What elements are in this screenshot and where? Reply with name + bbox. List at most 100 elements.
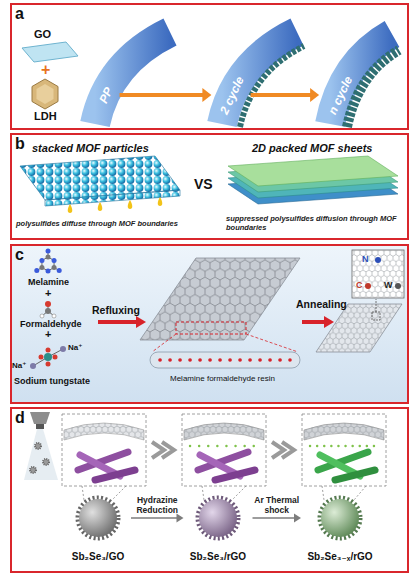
particle-node: Sb₂Se₃/rGO: [187, 494, 250, 562]
panel-b-art: [98, 202, 103, 211]
panel-c-art: [375, 257, 381, 263]
panel-c-art: [44, 353, 52, 361]
text-label: VS: [194, 176, 213, 192]
panel-c-art: [365, 283, 371, 289]
panel-d-art: [321, 499, 359, 537]
panel-c-art: [46, 269, 51, 274]
panel-b-art: [128, 200, 133, 209]
text-label: Annealing: [296, 298, 347, 310]
panel-d-art: [79, 499, 117, 537]
panel-d-art: [10, 407, 409, 573]
panel-c-art: [40, 314, 44, 318]
arrow-line: [131, 517, 178, 519]
panel-c-art: [160, 358, 290, 362]
arrow-head: [202, 88, 211, 102]
panel-c-art: [60, 346, 66, 352]
panel-c-art: [46, 362, 51, 367]
panel-c-art: [46, 249, 51, 254]
panel-d-art: [35, 443, 41, 449]
panel-d-art: [43, 459, 49, 465]
panel-a-art: [95, 32, 170, 124]
flow-arrow: [251, 88, 319, 102]
panel-c-art: [52, 314, 56, 318]
text-label: 2D packed MOF sheets: [252, 142, 372, 155]
panel-a-art: [32, 79, 58, 109]
panel-a-art: [37, 84, 54, 104]
panel-d-art: [64, 423, 144, 440]
panel-d-art: [78, 498, 118, 538]
panel-c-art: [316, 304, 402, 352]
text-label: Sodium tungstate: [14, 376, 90, 386]
text-label: W: [384, 280, 393, 290]
panel-d-art: [282, 442, 294, 458]
text-label: LDH: [34, 110, 57, 123]
text-label: +: [45, 287, 51, 300]
flow-arrow: [120, 88, 212, 102]
panel-a-art: [10, 3, 409, 130]
flow-arrow: [253, 514, 302, 523]
panel-d-art: [202, 486, 204, 500]
sheet-label: n cycle: [326, 74, 356, 117]
panel-c-art: [52, 265, 57, 270]
text-label: +: [41, 61, 50, 79]
panel-b-art: [68, 204, 73, 213]
material-label: Sb₂Se₃/rGO: [190, 551, 246, 563]
sheet-label: PP: [97, 86, 116, 106]
panel-letter: b: [15, 135, 25, 153]
text-label: Melamine: [28, 277, 69, 287]
panel-c-art: [395, 283, 401, 289]
text-label: C: [356, 280, 363, 290]
panel-d-art: [112, 486, 126, 500]
panel-d-art: [30, 467, 36, 473]
panel-c-art: [316, 304, 402, 352]
panel-c-art: [372, 312, 380, 320]
panel-c-art: [98, 320, 138, 324]
panel-c-art: [302, 320, 326, 324]
panel-d-art: [95, 470, 135, 480]
text-label: +: [45, 328, 51, 341]
text-label: suppressed polysulfides diffusion throug…: [226, 215, 404, 232]
panel-d-art: [232, 486, 246, 500]
panel-c-art: [10, 244, 409, 404]
panel-d-art: [24, 429, 58, 480]
panel-d-art: [64, 423, 144, 440]
arrow-head: [294, 514, 301, 523]
panel-c-art: [352, 250, 404, 298]
panel-c-art: [53, 355, 58, 360]
panel-c-art: [136, 316, 146, 328]
panel-b-art: [158, 197, 163, 206]
text-label: Na⁺: [12, 361, 26, 370]
panel-d-art: [335, 470, 375, 480]
panel-c-art: [10, 244, 409, 404]
panel-d-art: [198, 498, 238, 538]
text-label: polysulfides diffuse through MOF boundar…: [16, 220, 178, 229]
particle-node: Sb₂Se₃₋ₓ/rGO: [304, 494, 376, 562]
panel-b-art: [10, 133, 409, 240]
panel-c-art: [150, 352, 300, 368]
panel-c-art: [140, 258, 300, 340]
panel-c-art: [57, 268, 62, 273]
panel-c-art: [52, 258, 57, 263]
panel-d-art: [182, 414, 266, 486]
material-label: Sb₂Se₃₋ₓ/rGO: [307, 551, 372, 563]
panel-d-art: [302, 414, 386, 486]
text-label: stacked MOF particles: [32, 142, 149, 155]
panel-d-art: [354, 486, 366, 500]
panel-frame: aPP2 cyclen cycle: [10, 3, 409, 130]
text-label: Na⁺: [68, 343, 82, 352]
panel-b-art: [45, 190, 180, 206]
panel-a-art: [10, 3, 409, 130]
panel-d-art: [162, 442, 174, 458]
panel-a-art: [240, 46, 304, 127]
panel-letter: c: [15, 246, 24, 264]
panel-d-art: [199, 499, 237, 537]
panel-c-art: [46, 255, 51, 260]
panel-a-art: [347, 50, 399, 127]
panel-d-art: [322, 486, 324, 500]
panel-c-art: [39, 355, 44, 360]
panel-letter: a: [15, 5, 24, 23]
panel-c-art: [176, 322, 246, 334]
particle-node: Sb₂Se₃/GO: [68, 494, 128, 562]
panel-c-art: [246, 334, 298, 352]
